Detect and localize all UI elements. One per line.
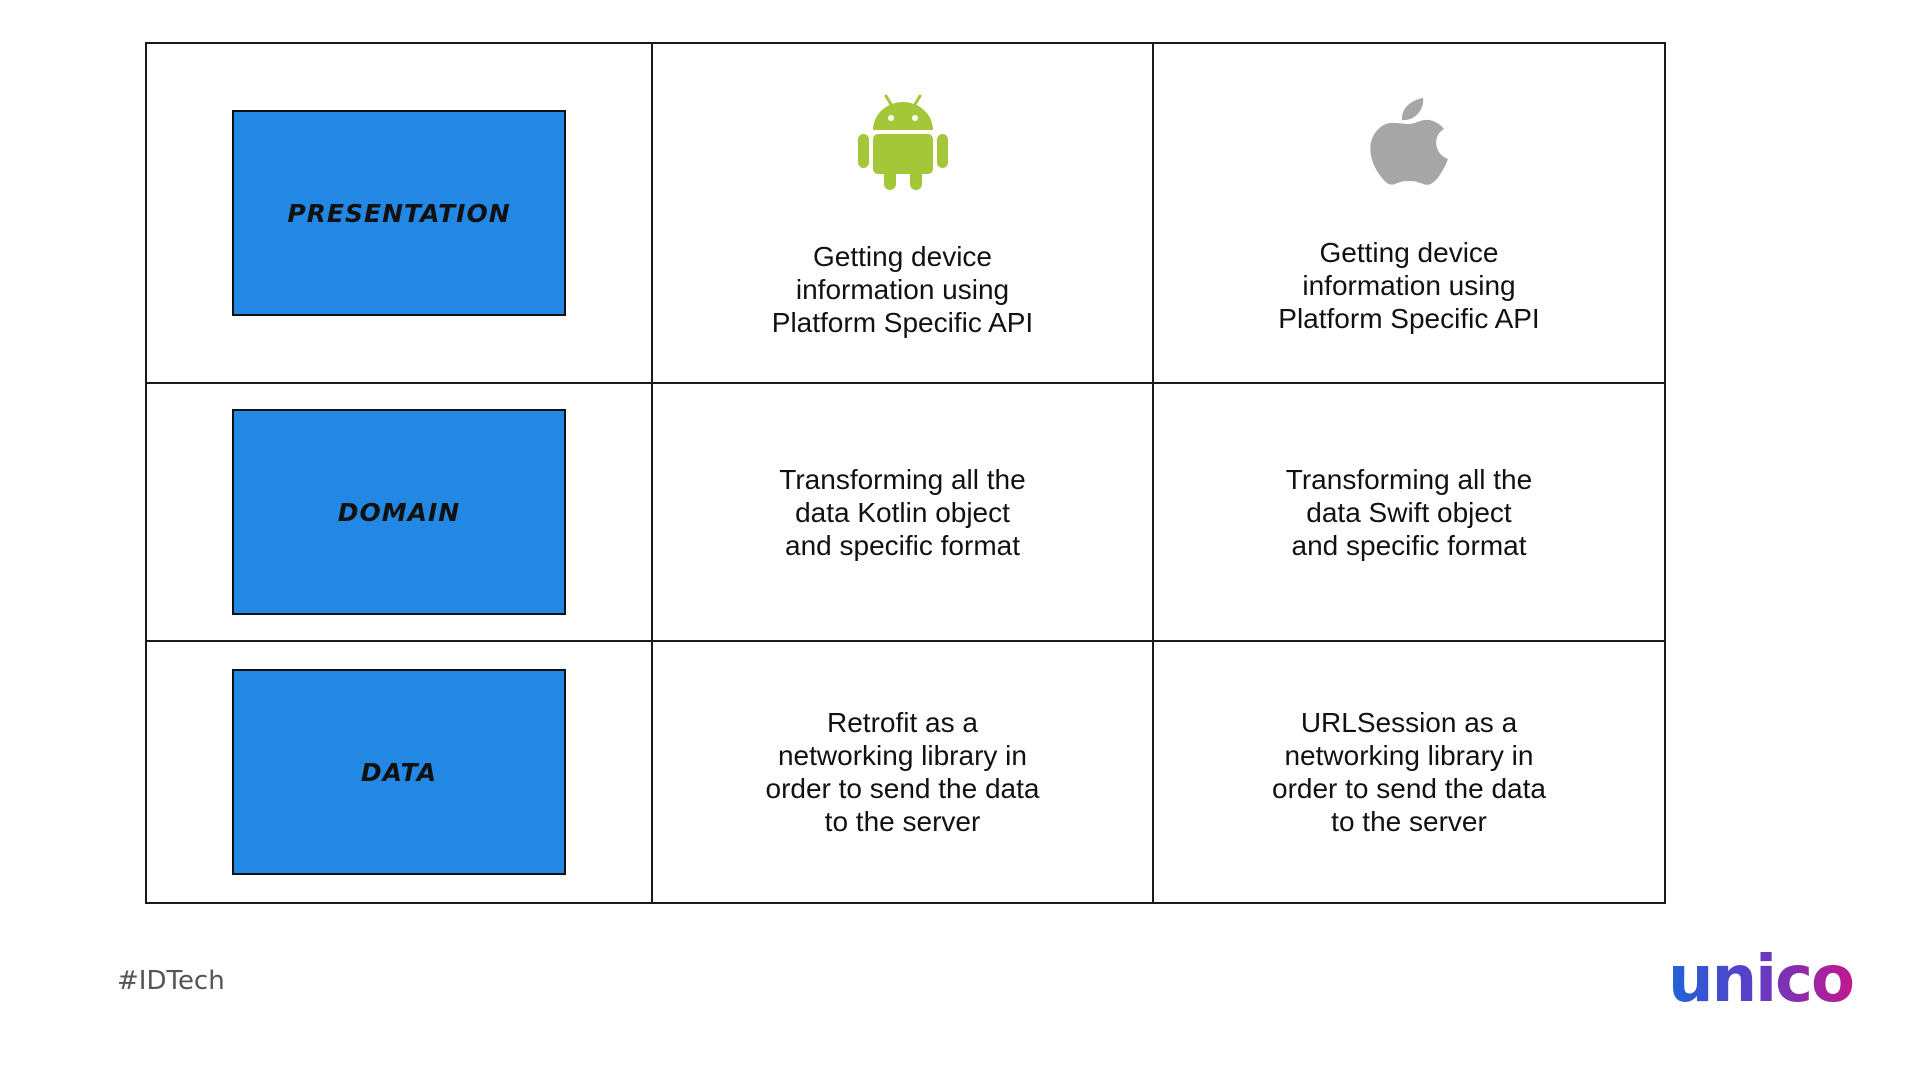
android-domain-cell: Transforming all the data Kotlin object … (653, 384, 1154, 642)
presentation-layer-cell: PRESENTATION (147, 44, 653, 384)
ios-presentation-text: Getting device information using Platfor… (1278, 237, 1540, 334)
ios-domain-cell: Transforming all the data Swift object a… (1154, 384, 1664, 642)
ios-data-cell: URLSession as a networking library in or… (1154, 642, 1664, 902)
android-presentation-text: Getting device information using Platfor… (771, 241, 1034, 338)
domain-layer-label: DOMAIN (337, 497, 461, 527)
domain-layer-box: DOMAIN (232, 409, 566, 615)
data-layer-box: DATA (232, 669, 566, 875)
apple-icon (1370, 98, 1448, 185)
android-data-cell: Retrofit as a networking library in orde… (653, 642, 1154, 902)
unico-logo: unico (1668, 943, 1855, 1017)
ios-data-text: URLSession as a networking library in or… (1272, 707, 1546, 837)
ios-domain-text: Transforming all the data Swift object a… (1285, 463, 1533, 561)
android-domain-text: Transforming all the data Kotlin object … (779, 463, 1026, 561)
ios-presentation-cell: Getting device information using Platfor… (1154, 44, 1664, 384)
android-presentation-cell: Getting device information using Platfor… (653, 44, 1154, 384)
domain-layer-cell: DOMAIN (147, 384, 653, 642)
presentation-layer-label: PRESENTATION (287, 198, 511, 228)
hashtag-label: #IDTech (117, 966, 225, 996)
data-layer-cell: DATA (147, 642, 653, 902)
data-layer-label: DATA (360, 757, 438, 787)
android-data-text: Retrofit as a networking library in orde… (765, 707, 1040, 837)
android-icon (857, 94, 948, 190)
architecture-table: PRESENTATION Getting device informati (145, 42, 1666, 904)
presentation-layer-box: PRESENTATION (232, 110, 566, 316)
